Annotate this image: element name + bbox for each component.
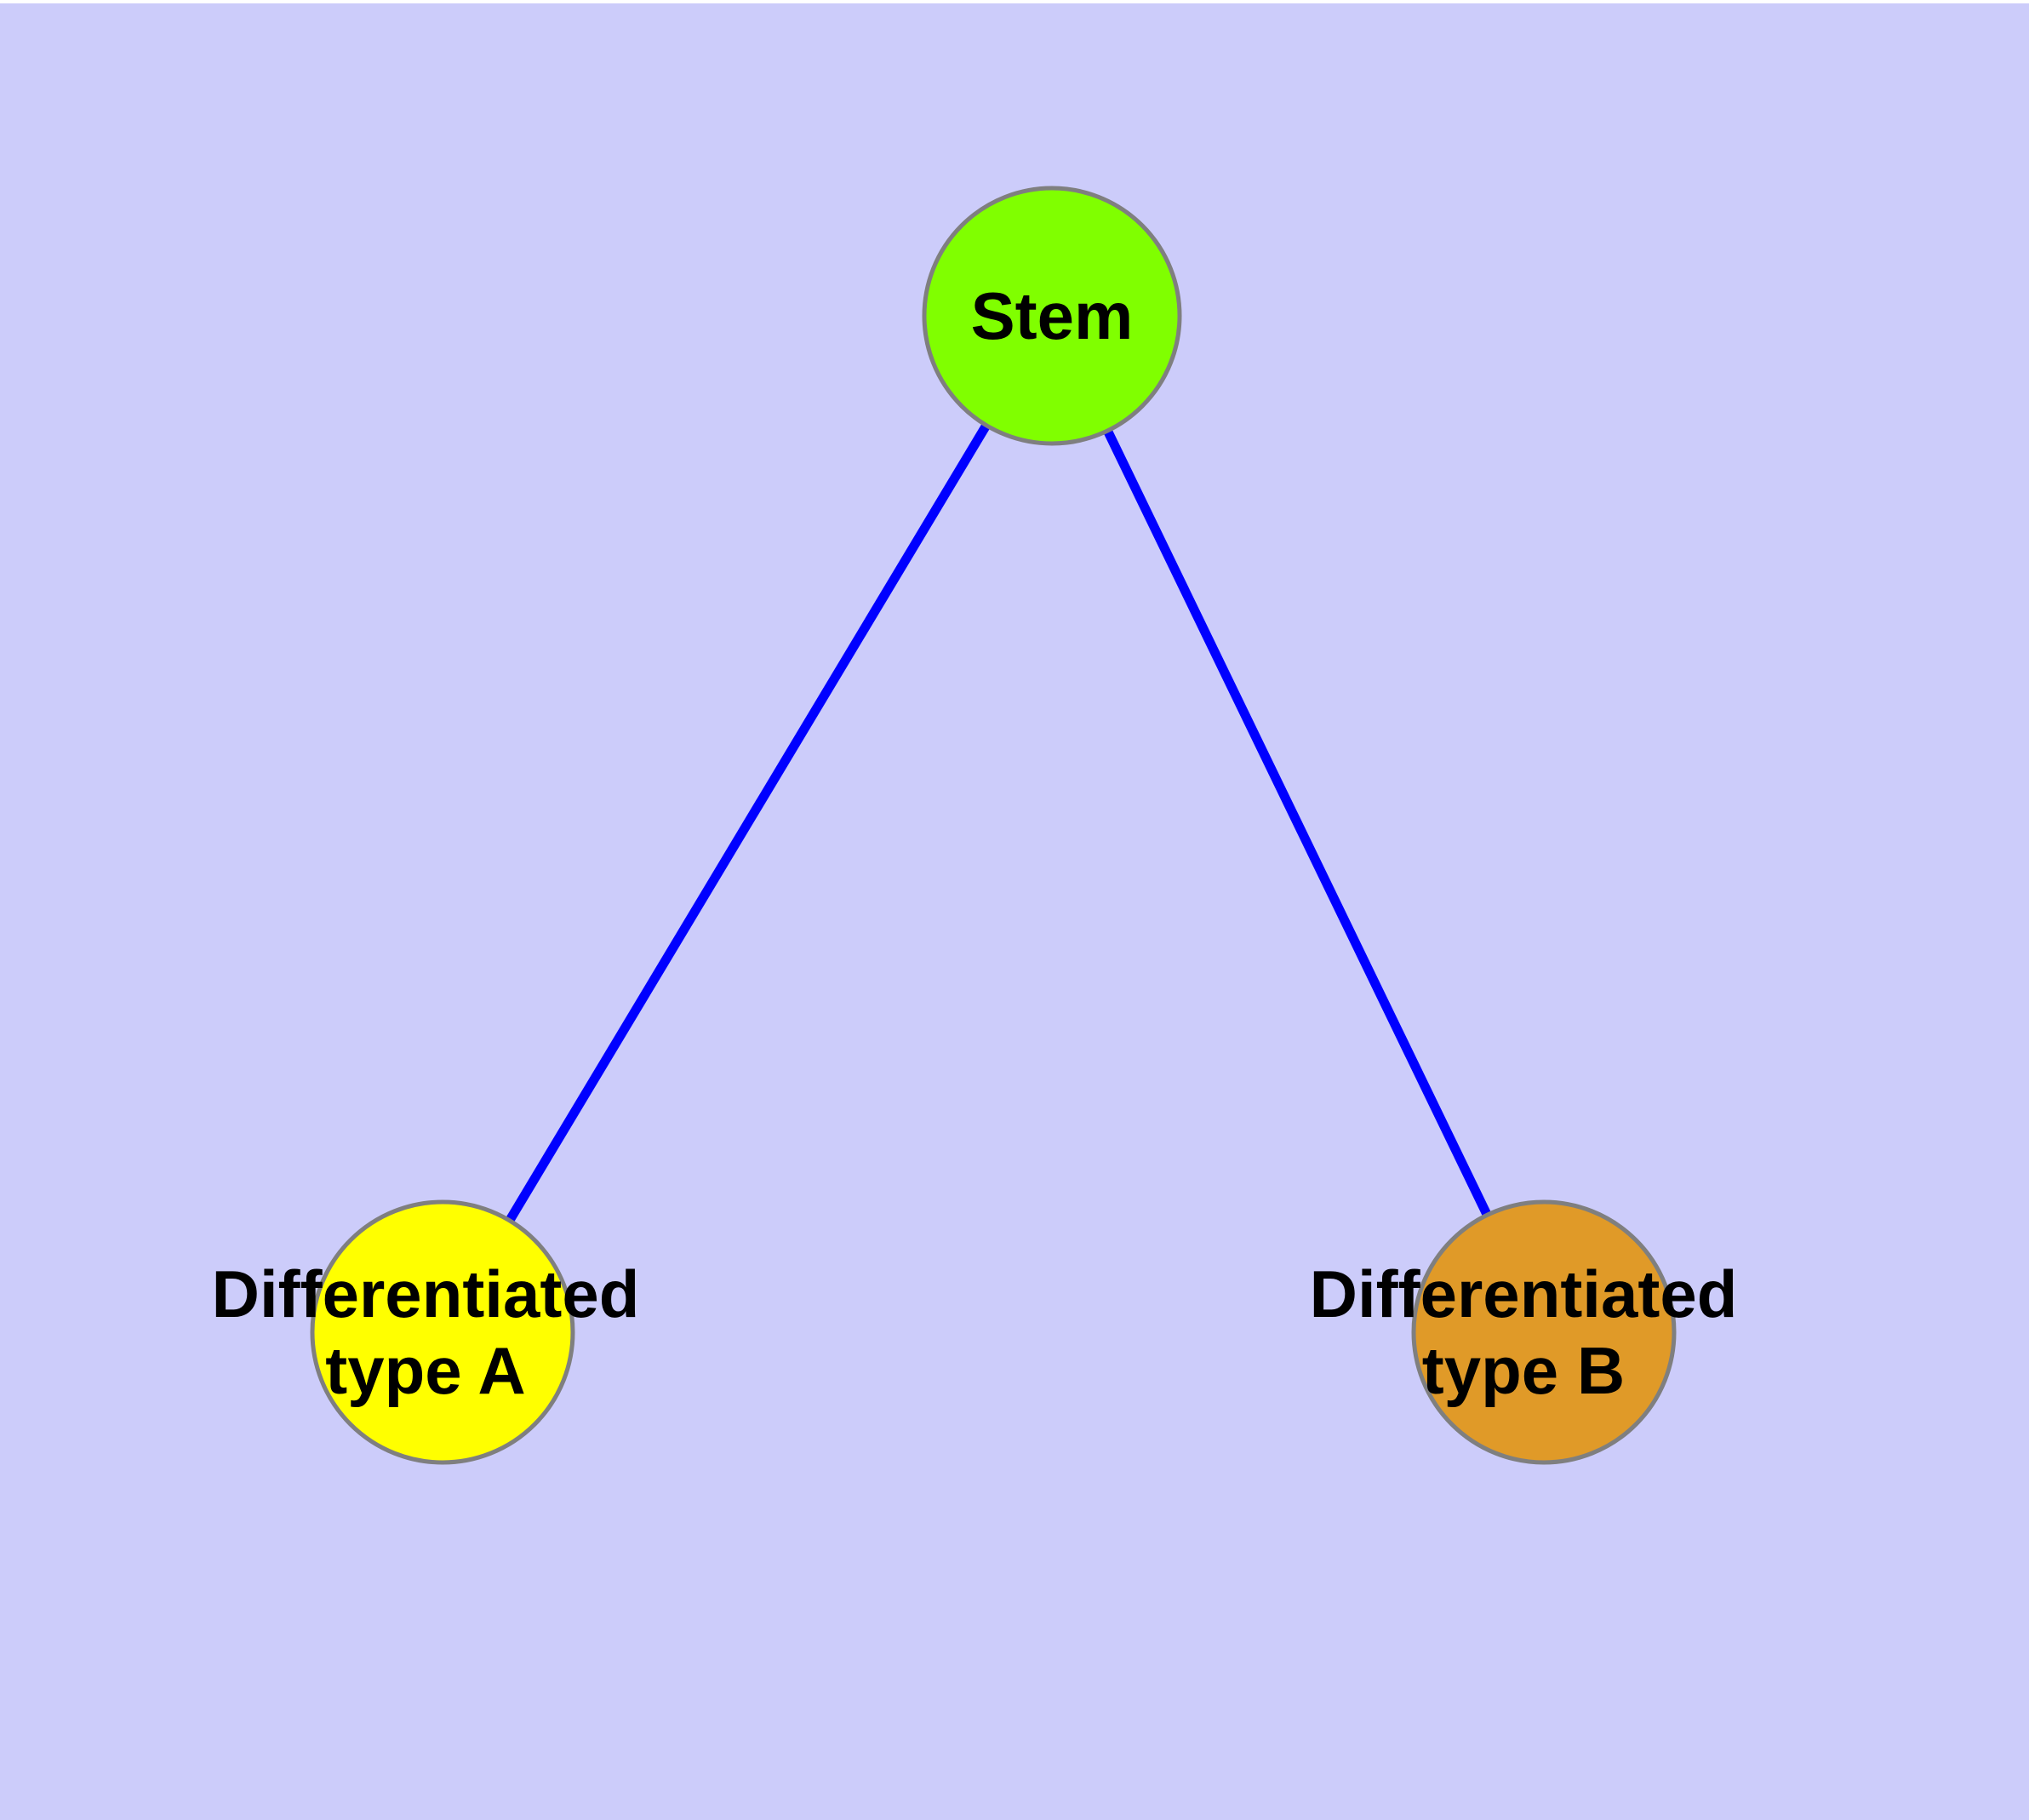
graph-node-diff-a[interactable]	[310, 1199, 575, 1465]
graph-node-label-stem: Stem	[971, 278, 1134, 353]
graph-node-label-line: Stem	[971, 278, 1134, 353]
graph-node-diff-b[interactable]	[1411, 1199, 1677, 1465]
graph-edge-stem-to-diff-a[interactable]	[438, 313, 1056, 1335]
graph-node-label-line: Differentiated	[212, 1256, 640, 1331]
graph-node-label-line: type A	[325, 1333, 526, 1408]
edge-layer	[438, 313, 1548, 1335]
graph-edge-stem-to-diff-b[interactable]	[1048, 313, 1548, 1335]
graph-node-label-line: type B	[1422, 1333, 1625, 1408]
graph-node-label-line: Differentiated	[1310, 1256, 1738, 1331]
node-layer	[310, 186, 1677, 1465]
graph-node-stem[interactable]	[922, 186, 1182, 446]
